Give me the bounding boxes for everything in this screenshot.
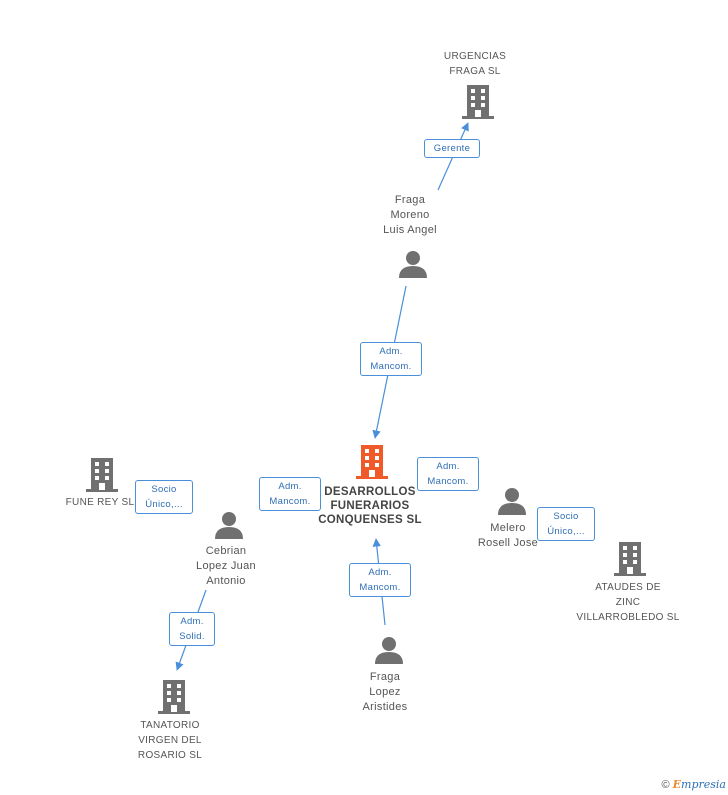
person-icon	[498, 488, 526, 515]
footer-brand[interactable]: © Empresia	[661, 778, 726, 791]
relation-adm-mancom-top[interactable]: Adm. Mancom.	[360, 342, 422, 376]
relation-adm-solid[interactable]: Adm. Solid.	[169, 612, 215, 646]
copyright-icon: ©	[661, 779, 670, 791]
relation-socio-unico-left[interactable]: Socio Único,...	[135, 480, 193, 514]
building-icon-highlight	[356, 445, 388, 479]
person-fraga-lopez[interactable]: Fraga Lopez Aristides	[362, 671, 408, 713]
relation-adm-mancom-left[interactable]: Adm. Mancom.	[259, 477, 321, 511]
relation-socio-unico-right[interactable]: Socio Único,...	[537, 507, 595, 541]
building-icon	[158, 680, 190, 714]
person-melero-rosell[interactable]: Melero Rosell Jose	[477, 522, 539, 549]
relation-gerente[interactable]: Gerente	[424, 139, 480, 158]
brand-e: E	[672, 778, 682, 791]
company-urgencias-fraga[interactable]: URGENCIAS FRAGA SL	[443, 51, 507, 77]
person-fraga-moreno[interactable]: Fraga Moreno Luis Angel	[383, 194, 437, 236]
person-cebrian-lopez[interactable]: Cebrian Lopez Juan Antonio	[196, 545, 256, 587]
company-fune-rey[interactable]: FUNE REY SL	[65, 497, 135, 508]
person-icon	[215, 512, 243, 539]
person-icon	[375, 637, 403, 664]
brand-name: mpresia	[681, 778, 726, 791]
company-ataudes-zinc[interactable]: ATAUDES DE ZINC VILLARROBLEDO SL	[576, 582, 680, 623]
building-icon	[86, 458, 118, 492]
building-icon	[462, 85, 494, 119]
relation-adm-mancom-right[interactable]: Adm. Mancom.	[417, 457, 479, 491]
person-icon	[399, 251, 427, 278]
company-tanatorio[interactable]: TANATORIO VIRGEN DEL ROSARIO SL	[137, 720, 203, 761]
relation-adm-mancom-bottom[interactable]: Adm. Mancom.	[349, 563, 411, 597]
company-desarrollos-funerarios[interactable]: DESARROLLOS FUNERARIOS CONQUENSES SL	[318, 486, 422, 526]
building-icon	[614, 542, 646, 576]
